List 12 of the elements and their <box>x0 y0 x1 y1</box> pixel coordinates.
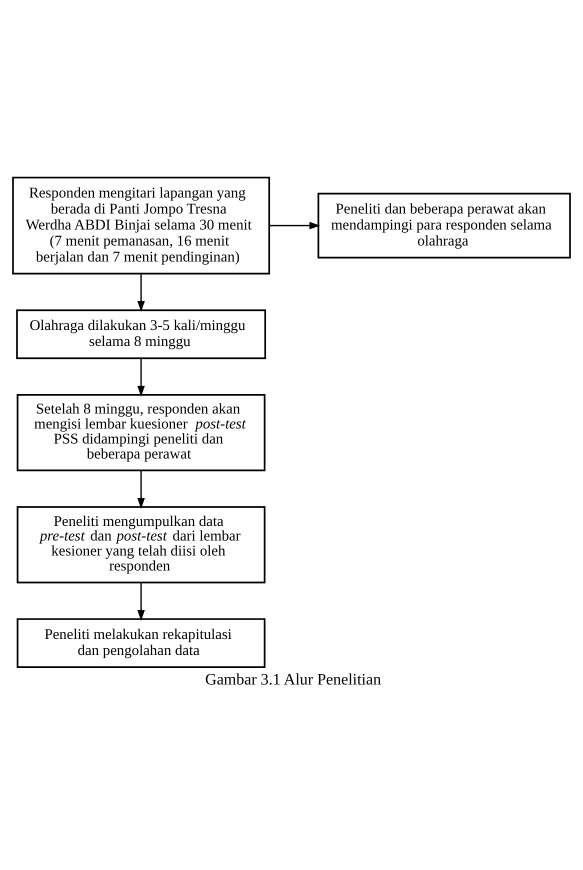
node-box: Setelah 8 minggu, responden akan mengisi lembar kuesioner post-test PSS didampingi peneliti dan beberapa perawat <box>16 394 266 471</box>
node-box: Peneliti mengumpulkan data pre-test dan post-test dari lembar kesioner yang telah diisi oleh responden <box>16 506 266 583</box>
caption: Gambar 3.1 Alur Penelitian <box>205 671 382 688</box>
arrow <box>137 273 145 312</box>
arrow <box>137 470 145 508</box>
node-box: Peneliti melakukan rekapitulasi dan pengolahan data <box>16 618 266 668</box>
arrow <box>269 221 320 229</box>
node-box: Responden mengitari lapangan yang berada di Panti Jompo Tresna Werdha ABDI Binjai selama 30 menit (7 menit pemanasan, 16 menit berjalan dan 7 menit pendinginan) <box>12 176 270 274</box>
node-box: Olahraga dilakukan 3-5 kali/minggu selama 8 minggu <box>16 308 266 359</box>
arrow <box>137 582 145 620</box>
node-box: Peneliti dan beberapa perawat akan mendampingi para responden selama olahraga <box>318 192 571 258</box>
arrow <box>137 358 145 396</box>
